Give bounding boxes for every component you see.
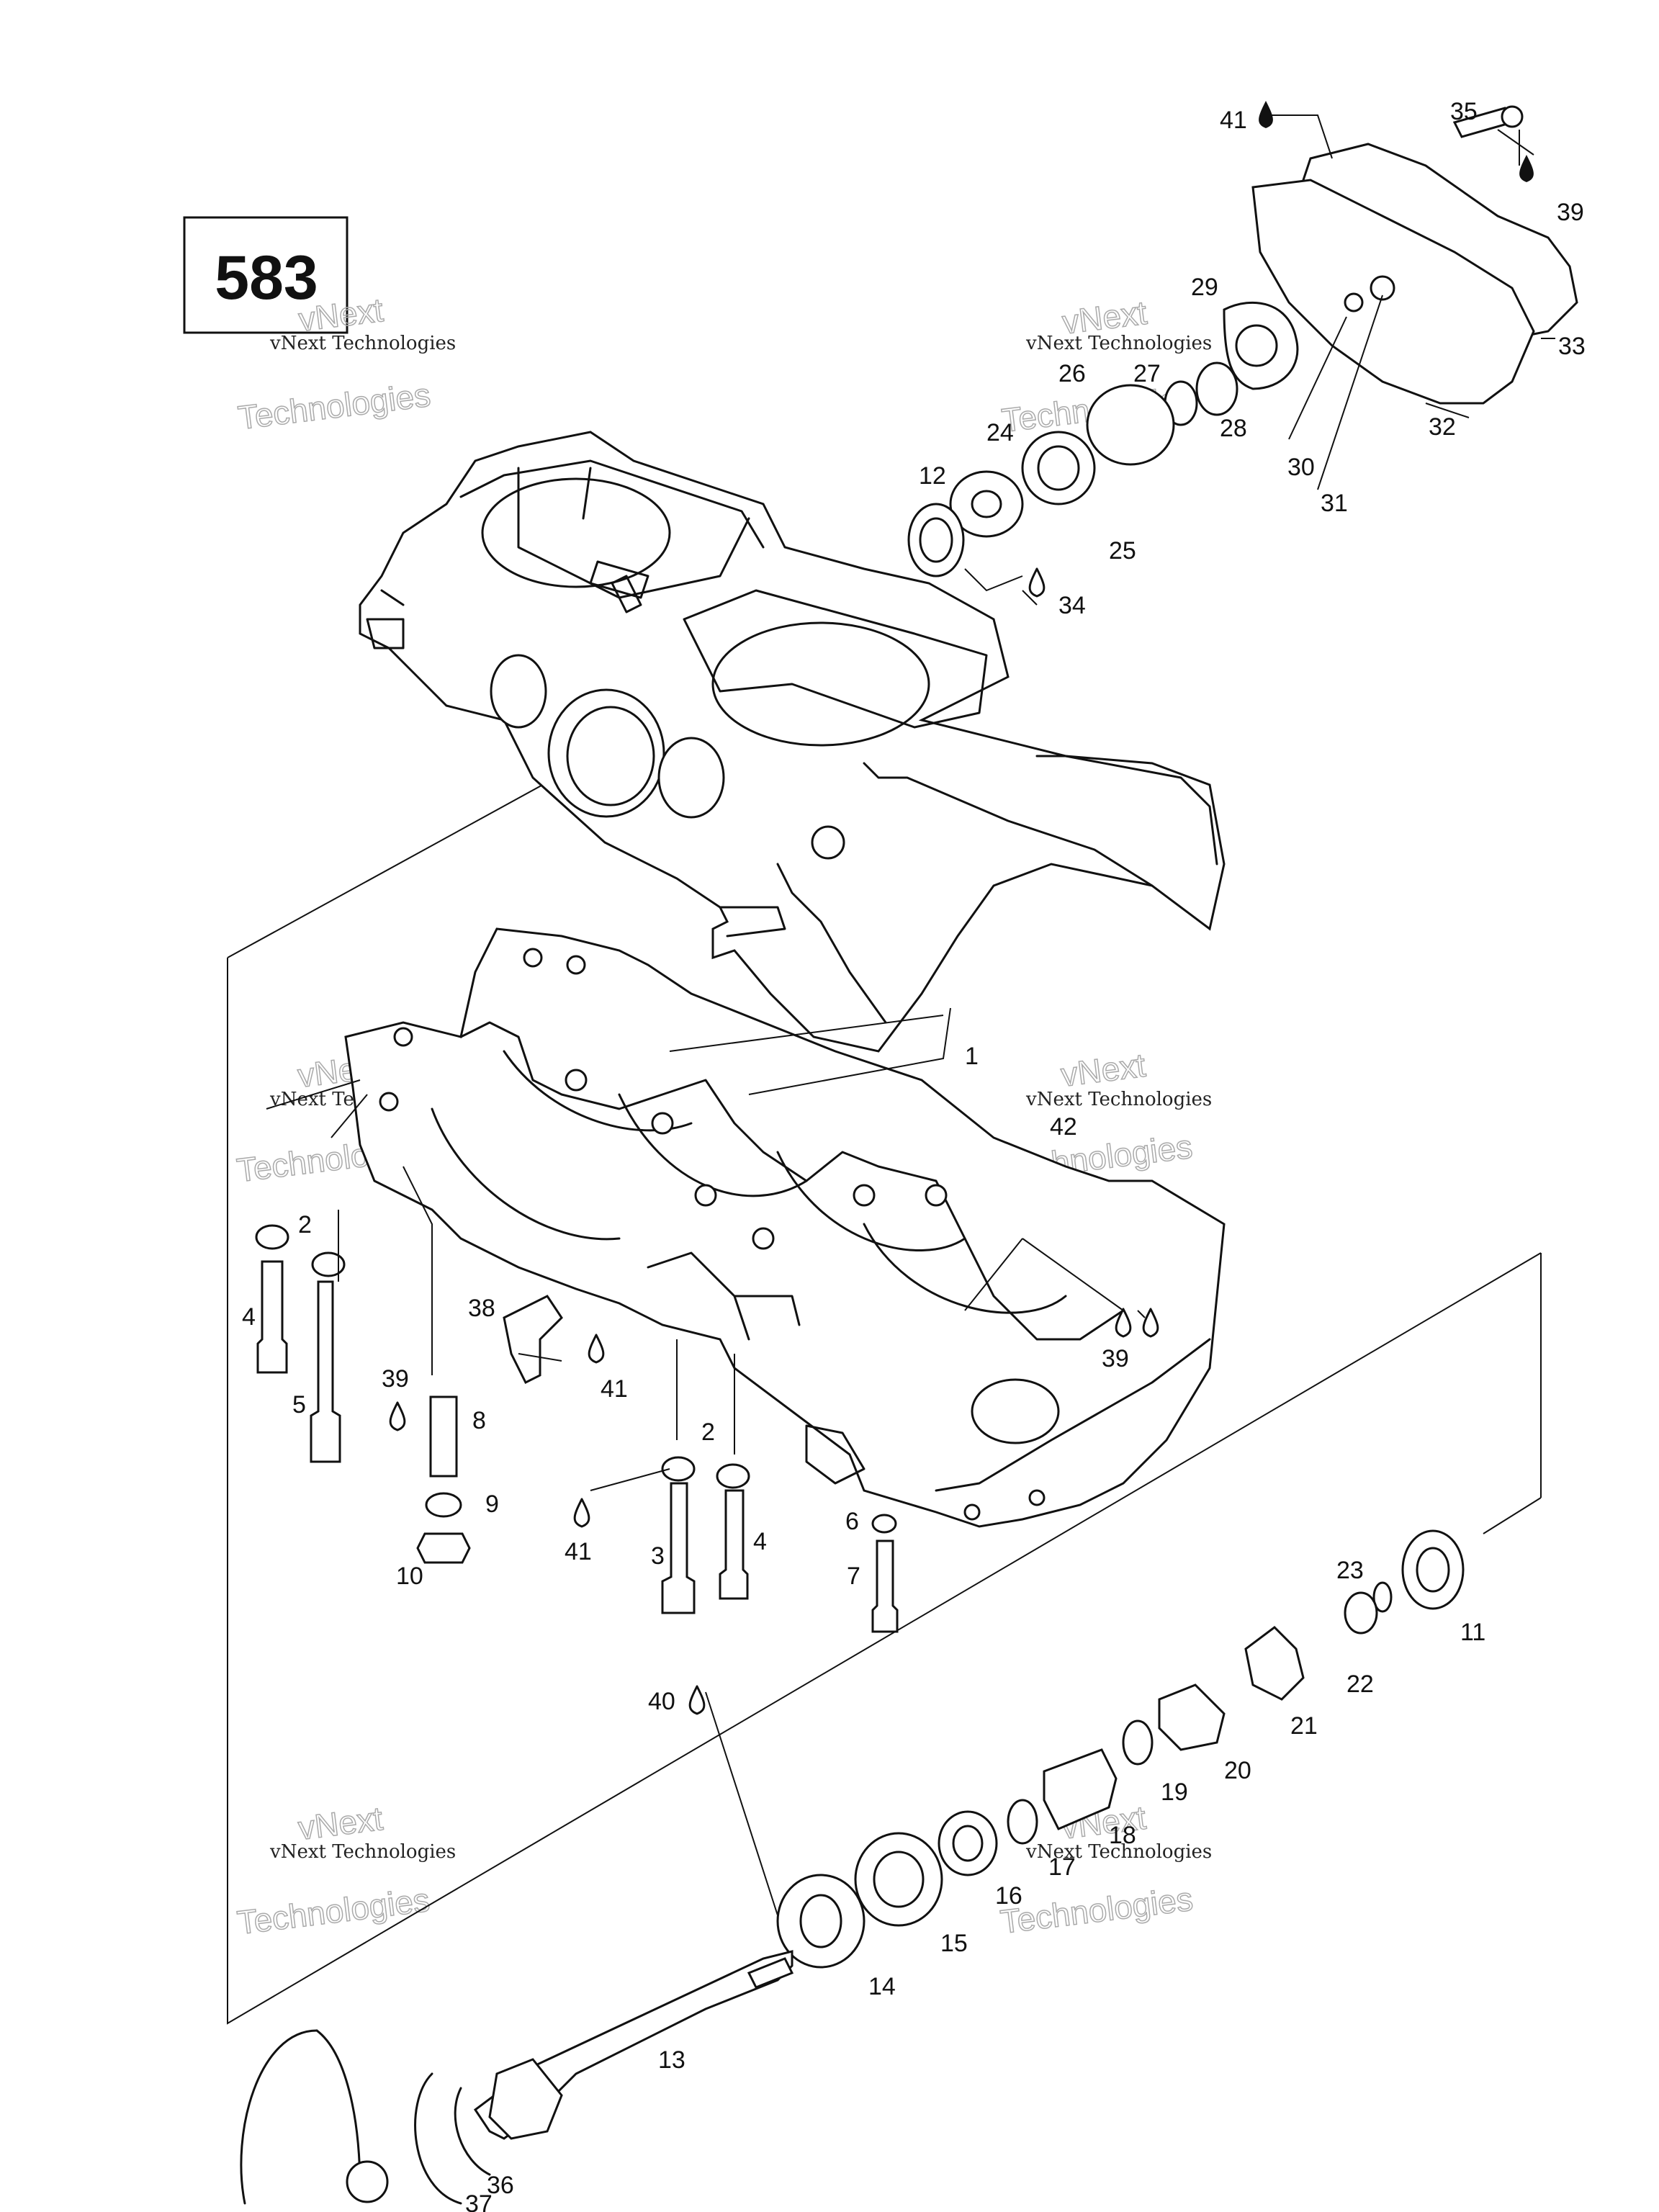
part-label-10: 10	[396, 1563, 423, 1590]
part-label-34: 34	[1058, 592, 1086, 619]
fasteners-left	[255, 1224, 899, 1633]
part-label-24: 24	[986, 419, 1014, 446]
drop-icon	[1259, 101, 1273, 128]
diagram-number: 583	[215, 243, 318, 313]
part-label-31: 31	[1321, 490, 1348, 517]
drop-icon	[573, 1498, 590, 1528]
part-label-4: 4	[242, 1303, 256, 1331]
part-label-36: 36	[487, 2172, 514, 2199]
watermark-small: vNext Technologies	[1025, 1089, 1212, 1110]
part-label-28: 28	[1220, 415, 1247, 442]
diagram-number-box: 583	[183, 216, 349, 334]
part-label-23: 23	[1336, 1557, 1364, 1584]
leader-lines	[266, 114, 1555, 1916]
part-label-21: 21	[1290, 1712, 1318, 1740]
part-label-38: 38	[468, 1295, 495, 1322]
part-label-29: 29	[1191, 274, 1218, 301]
part-label-12: 12	[919, 462, 946, 490]
part-label-14: 14	[868, 1973, 896, 2000]
watermark-small: vNext Technologies	[1025, 333, 1212, 354]
part-label-40: 40	[648, 1688, 675, 1715]
part-label-39: 39	[1102, 1345, 1129, 1372]
part-label-2: 2	[298, 1211, 312, 1238]
drop-icon	[588, 1334, 605, 1364]
part-label-39: 39	[1557, 199, 1584, 226]
part-label-22: 22	[1346, 1671, 1374, 1698]
watermark-small: vNext Technologies	[269, 1841, 456, 1863]
watermark-small: vNext Technologies	[1025, 1841, 1212, 1863]
part-label-16: 16	[995, 1882, 1022, 1910]
part-label-35: 35	[1450, 98, 1478, 125]
part-label-41: 41	[601, 1375, 628, 1403]
part-label-41: 41	[565, 1538, 592, 1565]
assembly-frame	[227, 770, 1542, 2025]
watermark-line2: Technologies	[235, 1881, 432, 1941]
watermark-line2: Technologies	[999, 1880, 1195, 1941]
shaft-assembly	[240, 1529, 1465, 2205]
part-label-39: 39	[382, 1365, 409, 1393]
upper-crankcase	[359, 431, 1226, 1053]
lower-crankcase	[344, 927, 1226, 1528]
water-pump-assembly	[907, 105, 1578, 577]
part-label-9: 9	[485, 1491, 499, 1518]
drop-icon	[389, 1401, 406, 1431]
part-label-42: 42	[1050, 1113, 1077, 1141]
part-label-11: 11	[1460, 1619, 1485, 1646]
part-label-8: 8	[472, 1407, 486, 1434]
part-label-20: 20	[1224, 1757, 1251, 1784]
watermark-line2: Technologies	[236, 376, 433, 436]
part-label-37: 37	[465, 2190, 493, 2212]
part-label-30: 30	[1287, 454, 1315, 481]
drop-markers	[389, 101, 1534, 1715]
drop-icon	[1519, 155, 1534, 182]
part-label-17: 17	[1048, 1853, 1076, 1881]
part-label-33: 33	[1558, 333, 1586, 360]
drop-icon	[1142, 1308, 1159, 1338]
part-label-6: 6	[845, 1508, 859, 1535]
drop-icon	[1115, 1308, 1132, 1338]
part-label-3: 3	[651, 1542, 665, 1570]
watermark-group: vNext Technologies	[235, 1799, 432, 1942]
part-label-13: 13	[658, 2046, 685, 2074]
part-label-4: 4	[753, 1528, 767, 1555]
drop-icon	[1028, 567, 1046, 598]
part-label-5: 5	[292, 1391, 306, 1419]
part-label-19: 19	[1161, 1779, 1188, 1806]
part-label-7: 7	[847, 1563, 860, 1590]
part-label-41: 41	[1220, 107, 1247, 134]
part-label-25: 25	[1109, 537, 1136, 565]
part-label-26: 26	[1058, 360, 1086, 387]
part-label-1: 1	[965, 1043, 979, 1070]
part-label-32: 32	[1429, 413, 1456, 441]
part-labels: 1 2 2 3 4 4 5 6 7 8 9 10 11 12 13 14 15 …	[242, 98, 1586, 2212]
part-label-15: 15	[940, 1930, 968, 1957]
part-label-18: 18	[1109, 1822, 1136, 1849]
watermark-line1: vNext	[296, 1799, 385, 1847]
part-label-2: 2	[701, 1419, 715, 1446]
watermark-line1: vNext	[1059, 1046, 1148, 1094]
part-label-27: 27	[1133, 360, 1161, 387]
watermark-small: vNext Technologies	[269, 333, 456, 354]
drop-icon	[688, 1685, 706, 1715]
